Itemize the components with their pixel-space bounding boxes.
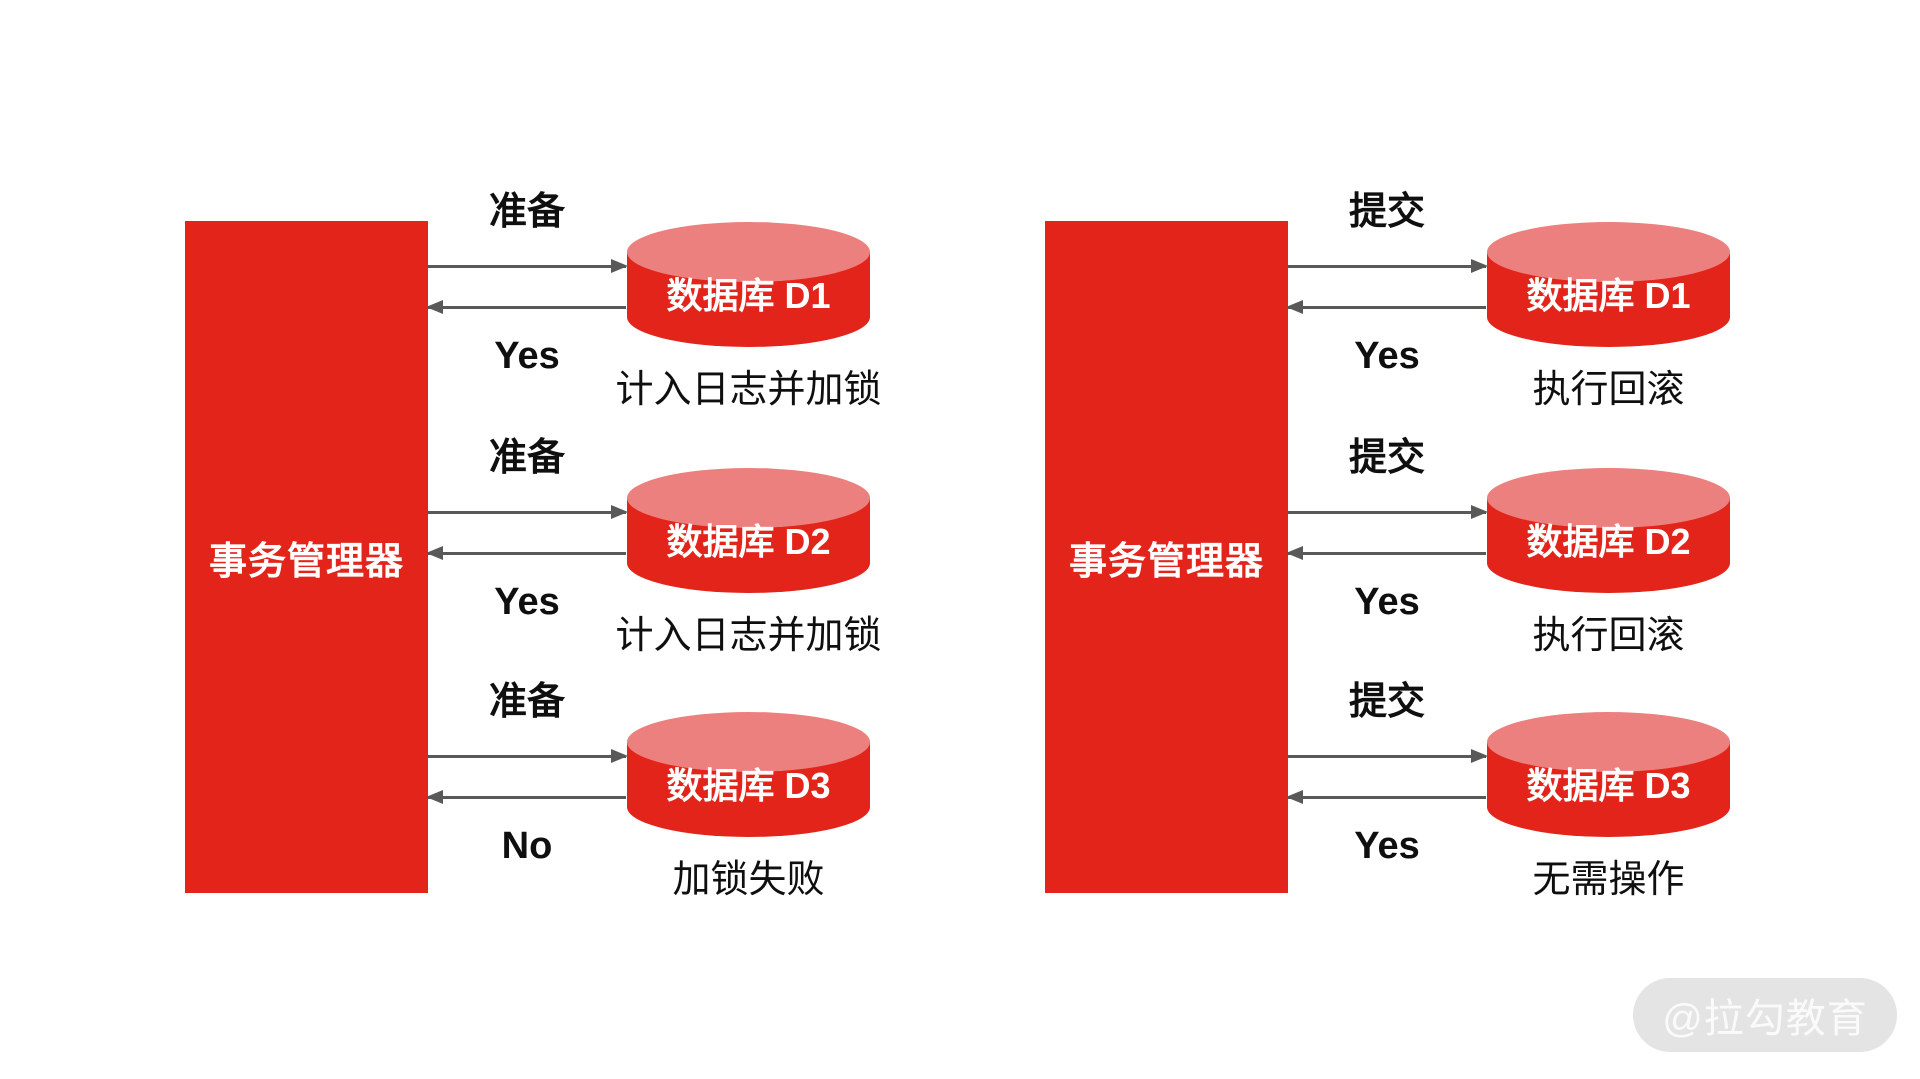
request-arrow-icon	[428, 749, 628, 763]
database-cylinder-icon: 数据库 D2	[627, 468, 870, 593]
database-note: 计入日志并加锁	[615, 615, 882, 657]
transaction-manager-label: 事务管理器	[208, 540, 404, 583]
database-label: 数据库 D2	[1526, 521, 1690, 562]
database-note: 加锁失败	[672, 859, 825, 901]
response-arrow-icon	[1286, 546, 1486, 560]
transaction-manager-box: 事务管理器	[1045, 221, 1288, 893]
database-cylinder-icon: 数据库 D1	[627, 222, 870, 347]
database-cylinder-icon: 数据库 D3	[1487, 712, 1730, 837]
response-arrow-icon	[426, 790, 626, 804]
response-arrow-label: Yes	[494, 335, 560, 377]
database-label: 数据库 D2	[666, 521, 830, 562]
transaction-manager-box: 事务管理器	[185, 221, 428, 893]
request-arrow-label: 提交	[1348, 191, 1425, 233]
response-arrow-icon	[426, 300, 626, 314]
request-arrow-icon	[1288, 749, 1488, 763]
database-label: 数据库 D1	[666, 275, 830, 316]
database-cylinder-icon: 数据库 D3	[627, 712, 870, 837]
response-arrow-label: Yes	[1354, 335, 1420, 377]
database-note: 执行回滚	[1532, 369, 1685, 411]
database-note: 无需操作	[1532, 859, 1685, 901]
response-arrow-icon	[1286, 300, 1486, 314]
request-arrow-label: 提交	[1348, 681, 1425, 723]
database-cylinder-icon: 数据库 D2	[1487, 468, 1730, 593]
response-arrow-label: Yes	[494, 581, 560, 623]
response-arrow-label: Yes	[1354, 581, 1420, 623]
database-label: 数据库 D1	[1526, 275, 1690, 316]
watermark-label: @拉勾教育	[1662, 997, 1868, 1041]
request-arrow-label: 提交	[1348, 437, 1425, 479]
request-arrow-label: 准备	[488, 191, 565, 233]
response-arrow-label: Yes	[1354, 825, 1420, 867]
prepare-phase-panel: 事务管理器 准备 Yes 数据库 D1 计入日志并加锁 准备 Yes	[185, 191, 882, 901]
request-arrow-icon	[1288, 259, 1488, 273]
database-note: 执行回滚	[1532, 615, 1685, 657]
response-arrow-icon	[1286, 790, 1486, 804]
database-cylinder-icon: 数据库 D1	[1487, 222, 1730, 347]
watermark-badge: @拉勾教育	[1633, 978, 1897, 1052]
response-arrow-label: No	[501, 825, 553, 867]
request-arrow-icon	[428, 505, 628, 519]
response-arrow-icon	[426, 546, 626, 560]
commit-phase-panel: 事务管理器 提交 Yes 数据库 D1 执行回滚 提交 Yes	[860, 0, 1920, 1079]
request-arrow-label: 准备	[488, 437, 565, 479]
request-arrow-icon	[428, 259, 628, 273]
transaction-manager-label: 事务管理器	[1068, 540, 1264, 583]
request-arrow-label: 准备	[488, 681, 565, 723]
database-label: 数据库 D3	[1526, 765, 1690, 806]
database-note: 计入日志并加锁	[615, 369, 882, 411]
database-label: 数据库 D3	[666, 765, 830, 806]
request-arrow-icon	[1288, 505, 1488, 519]
